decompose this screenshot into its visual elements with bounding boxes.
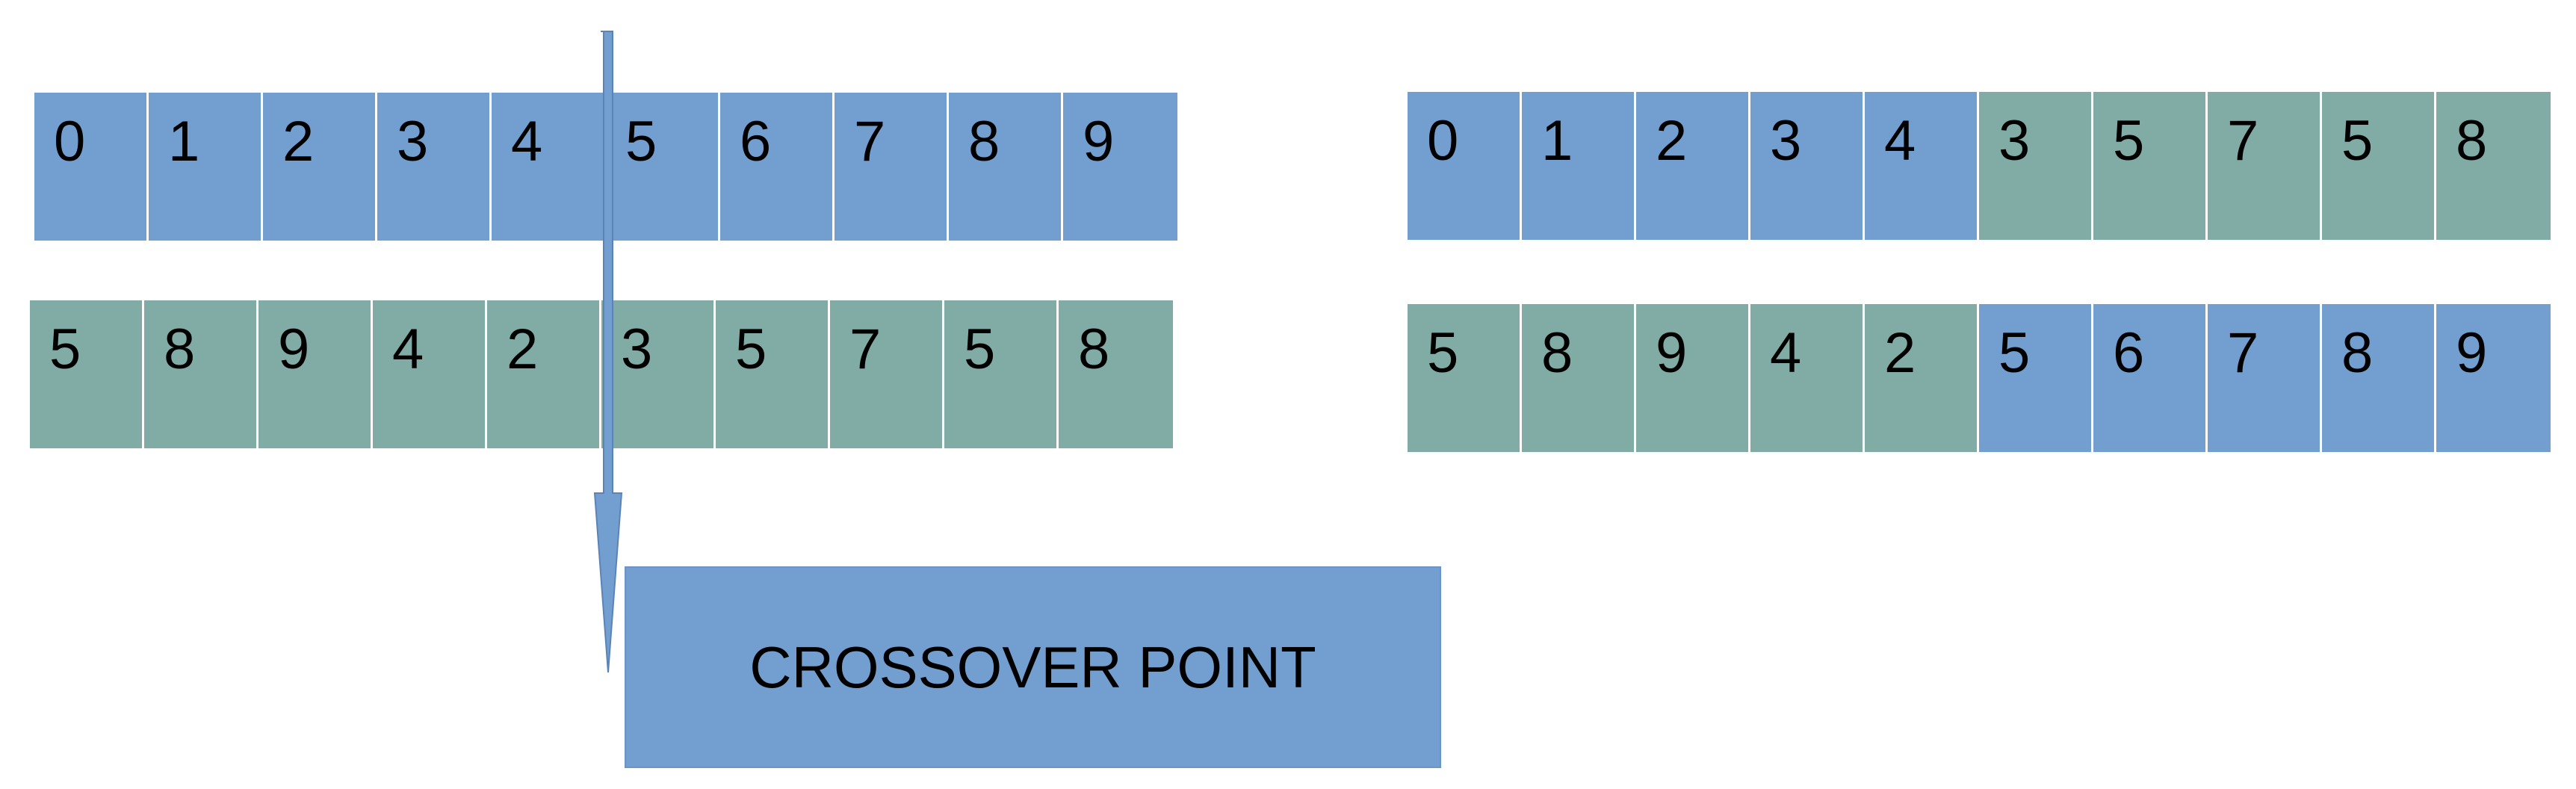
parent-2-gene-2: 9 [258,300,373,448]
parent-1-gene-7: 7 [835,93,949,241]
child-2-gene-4: 2 [1865,304,1979,452]
child-2-gene-6: 6 [2093,304,2208,452]
parent-1-gene-0: 0 [34,93,149,241]
child-1-gene-9: 8 [2436,92,2551,240]
child-2-gene-3: 4 [1750,304,1865,452]
child-2-gene-2: 9 [1636,304,1750,452]
child-1-gene-4: 4 [1865,92,1979,240]
child-2-gene-5: 5 [1979,304,2093,452]
parent-2-gene-3: 4 [373,300,487,448]
crossover-point-label: CROSSOVER POINT [749,634,1316,700]
parent-2-gene-1: 8 [144,300,258,448]
parent-2-gene-8: 5 [944,300,1059,448]
child-1-gene-8: 5 [2322,92,2436,240]
child-2-gene-1: 8 [1522,304,1636,452]
parent-1-gene-2: 2 [263,93,377,241]
child-1-gene-0: 0 [1408,92,1522,240]
parent-1-gene-6: 6 [720,93,835,241]
child-1-gene-1: 1 [1522,92,1636,240]
child-1-gene-2: 2 [1636,92,1750,240]
child-2-gene-8: 8 [2322,304,2436,452]
parent-2-gene-9: 8 [1059,300,1173,448]
parent-2-gene-0: 5 [30,300,144,448]
parent-1-gene-9: 9 [1063,93,1177,241]
parent-2-gene-7: 7 [830,300,944,448]
parent-2-gene-5: 3 [601,300,716,448]
child-2-gene-7: 7 [2208,304,2322,452]
child-1-gene-3: 3 [1750,92,1865,240]
parent-1-gene-4: 4 [492,93,606,241]
parent-2-gene-4: 2 [487,300,601,448]
child-1-gene-7: 7 [2208,92,2322,240]
parent-2-gene-6: 5 [716,300,830,448]
child-2-gene-9: 9 [2436,304,2551,452]
child-1-gene-5: 3 [1979,92,2093,240]
parent-1-gene-1: 1 [149,93,263,241]
child-2-gene-0: 5 [1408,304,1522,452]
crossover-point-label-box: CROSSOVER POINT [625,566,1441,768]
parent-1-gene-8: 8 [949,93,1063,241]
child-1-gene-6: 5 [2093,92,2208,240]
parent-1-gene-3: 3 [377,93,492,241]
parent-1-gene-5: 5 [606,93,720,241]
